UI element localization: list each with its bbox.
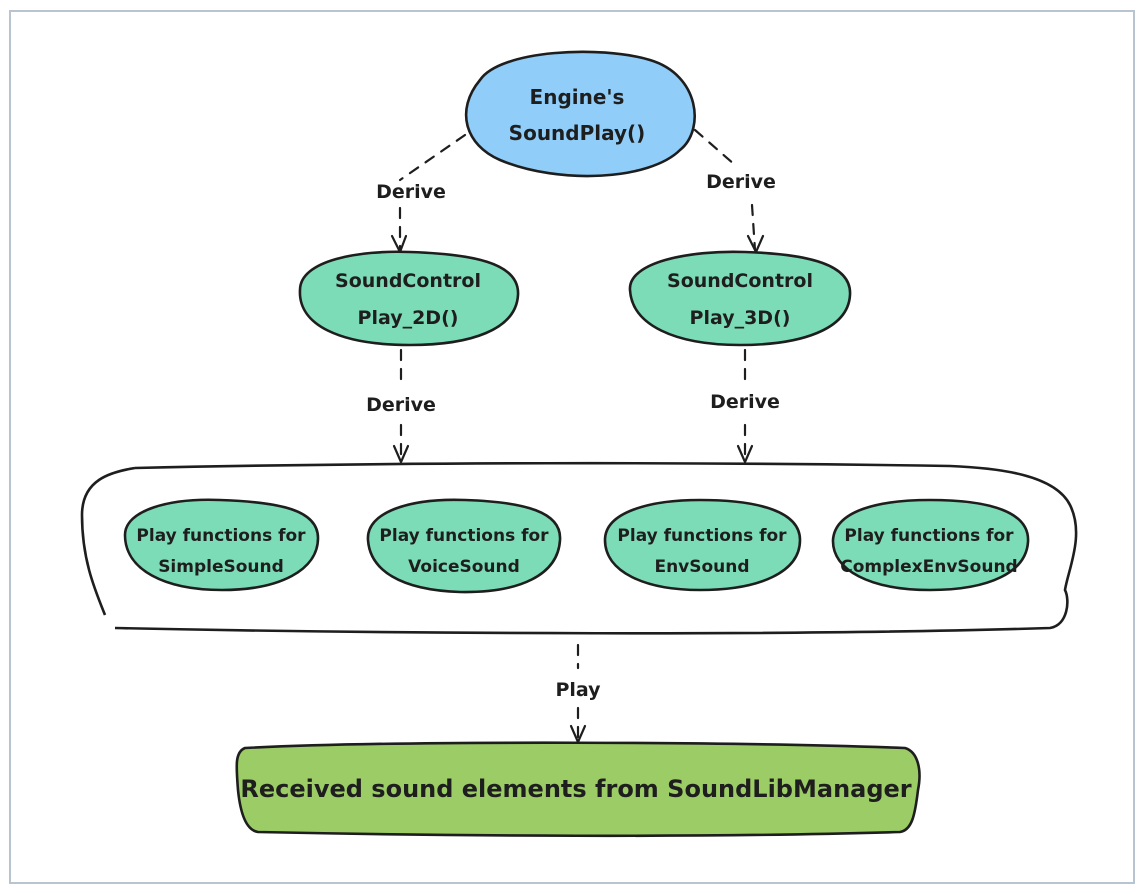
play3d-label-line1: SoundControl [667,270,813,292]
voicesound-label-line1: Play functions for [379,526,549,546]
node-engine-soundplay[interactable]: Engine's SoundPlay() [464,50,696,178]
simplesound-shape [123,498,320,592]
envsound-label-line1: Play functions for [617,526,787,546]
edge-label-derive: Derive [376,181,446,203]
edge-group-to-output: Play [555,643,601,744]
output-label: Received sound elements from SoundLibMan… [240,775,911,803]
edge-play3d-to-group: Derive [710,348,780,464]
play3d-shape [628,250,852,347]
node-output-soundlibmanager[interactable]: Received sound elements from SoundLibMan… [235,741,921,838]
voicesound-label-line2: VoiceSound [408,557,520,577]
complexenvsound-label-line1: Play functions for [844,526,1014,546]
envsound-label-line2: EnvSound [654,557,749,577]
simplesound-label-line2: SimpleSound [158,557,284,577]
node-play-envsound[interactable]: Play functions for EnvSound [603,498,802,592]
play2d-shape [298,250,520,347]
edge-line [398,133,467,182]
play3d-label-line2: Play_3D() [690,307,791,329]
edge-label-derive: Derive [706,171,776,193]
voicesound-shape [366,498,562,594]
edge-root-to-play3d: Derive [693,128,776,254]
arrow-down-icon [736,444,754,464]
play2d-label-line1: SoundControl [335,270,481,292]
edge-label-play: Play [555,679,601,701]
play-functions-group [80,461,1078,635]
root-label-line1: Engine's [530,85,625,109]
arrow-down-icon [390,234,408,254]
simplesound-label-line1: Play functions for [136,526,306,546]
edge-line [750,203,757,252]
node-soundcontrol-play2d[interactable]: SoundControl Play_2D() [298,250,520,347]
node-play-voicesound[interactable]: Play functions for VoiceSound [366,498,562,594]
node-play-simplesound[interactable]: Play functions for SimpleSound [123,498,320,592]
play2d-label-line2: Play_2D() [358,307,459,329]
node-play-complexenvsound[interactable]: Play functions for ComplexEnvSound [831,498,1030,592]
edge-label-derive: Derive [710,391,780,413]
root-shape [464,50,696,178]
edge-label-derive: Derive [366,394,436,416]
edge-play2d-to-group: Derive [366,348,436,464]
envsound-shape [603,498,802,592]
complexenvsound-label-line2: ComplexEnvSound [840,557,1017,577]
edge-root-to-play2d: Derive [376,133,467,254]
arrow-down-icon [392,444,410,464]
edge-line [693,128,737,167]
output-shape [235,741,921,838]
node-soundcontrol-play3d[interactable]: SoundControl Play_3D() [628,250,852,347]
complexenvsound-shape [831,498,1030,592]
root-label-line2: SoundPlay() [509,121,646,145]
